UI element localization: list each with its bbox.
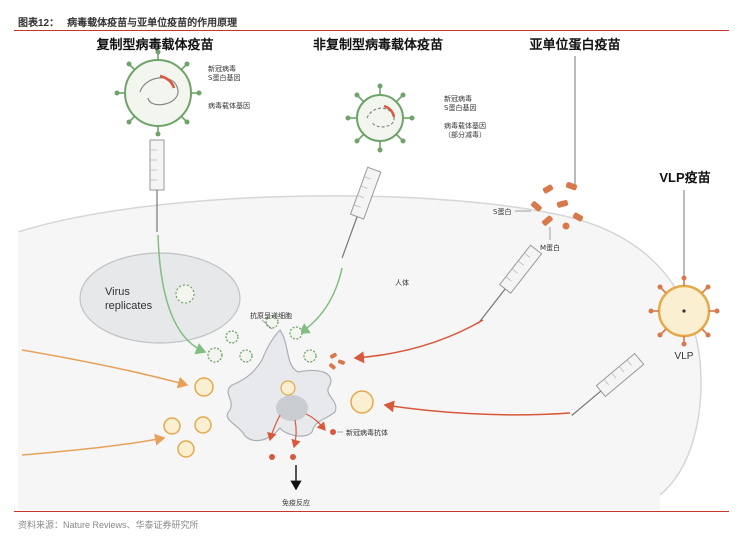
antibody-icon — [290, 454, 296, 460]
replicating-vector-genome: 病毒载体基因 — [208, 101, 250, 110]
non-replicating-vector-vaccine: 非复制型病毒载体疫苗 新冠病毒 S蛋白基因 病毒载体基因 （部分减毒） — [313, 37, 486, 259]
incoming-virus-arrow-2 — [21, 433, 166, 456]
human-body-label: 人体 — [395, 278, 409, 287]
virus-replicates-line2: replicates — [105, 300, 153, 312]
non-replicating-vector-genome-line1: 病毒载体基因 — [444, 121, 486, 130]
replicating-spike-gene-line1: 新冠病毒 — [208, 64, 236, 73]
figure-source: 资料来源：Nature Reviews、华泰证券研究所 — [18, 520, 199, 530]
protein-fragments-icon — [531, 182, 584, 230]
figure-title: 病毒载体疫苗与亚单位疫苗的作用原理 — [67, 18, 238, 29]
syringe-icon — [571, 352, 645, 416]
vlp-particle-icon — [648, 275, 720, 347]
footer-rule — [14, 511, 729, 512]
replicating-vector-title: 复制型病毒载体疫苗 — [95, 37, 213, 52]
figure-label: 图表12： — [18, 18, 60, 29]
replicating-virus-icon — [175, 284, 195, 304]
s-protein-label: S蛋白 — [493, 207, 511, 216]
vlp-title: VLP疫苗 — [659, 170, 710, 185]
non-replicating-spike-gene-line1: 新冠病毒 — [444, 94, 472, 103]
syringe-icon — [341, 166, 382, 259]
non-replicating-spike-gene-line2: S蛋白基因 — [444, 103, 476, 112]
syringe-icon — [477, 244, 543, 324]
non-replicating-virus-particle-icon — [345, 83, 415, 153]
infected-cell: Virus replicates — [79, 252, 241, 344]
subunit-vaccine: 亚单位蛋白疫苗 S蛋白 M蛋白 — [477, 37, 621, 324]
replicating-vector-arrow — [157, 234, 207, 355]
antibody-icon — [330, 429, 336, 435]
m-protein-label: M蛋白 — [540, 243, 560, 252]
replicating-spike-gene-line2: S蛋白基因 — [208, 73, 240, 82]
antibody-icon — [269, 454, 275, 460]
human-body-region: 人体 — [17, 195, 702, 510]
replicating-vector-vaccine: 复制型病毒载体疫苗 新冠病毒 S蛋白基因 病毒载体基因 — [95, 37, 250, 232]
replicating-virus-particle-icon — [114, 49, 202, 137]
antigen-presenting-cell: 抗原呈递细胞 — [226, 311, 337, 449]
antibodies: 新冠病毒抗体 — [269, 428, 388, 460]
immune-response-label: 免疫反应 — [282, 498, 310, 507]
vlp-vaccine: VLP疫苗 VLP — [571, 170, 720, 416]
protein-fragments-near-cell-icon — [329, 352, 346, 370]
non-replicating-vector-genome-line2: （部分减毒） — [444, 130, 486, 139]
subunit-arrow — [353, 319, 484, 364]
incoming-virus-arrow-1 — [21, 349, 189, 389]
subunit-title: 亚单位蛋白疫苗 — [529, 37, 620, 52]
antibody-label: 新冠病毒抗体 — [346, 428, 388, 437]
syringe-icon — [149, 139, 165, 232]
apc-label: 抗原呈递细胞 — [250, 311, 292, 320]
delivery-arrows — [21, 234, 571, 456]
non-replicating-vector-arrow — [298, 267, 343, 334]
non-replicating-vector-title: 非复制型病毒载体疫苗 — [313, 37, 443, 52]
figure-header: 图表12： 病毒载体疫苗与亚单位疫苗的作用原理 — [18, 14, 237, 29]
header-rule — [14, 30, 729, 31]
virus-replicates-line1: Virus — [105, 286, 130, 298]
vlp-arrow — [383, 400, 571, 416]
green-virus-particles — [207, 315, 317, 363]
vlp-label: VLP — [675, 351, 694, 362]
orange-virus-particles — [163, 377, 374, 458]
